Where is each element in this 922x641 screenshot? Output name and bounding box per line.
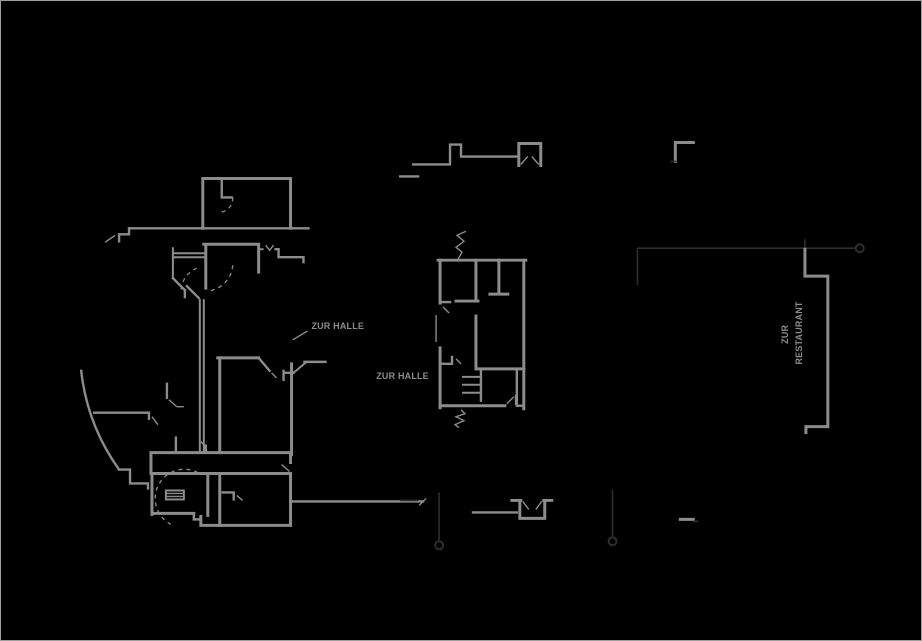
door-swing-arc — [180, 267, 198, 293]
leader-endpoint-circle — [434, 540, 445, 551]
bottom-leader-right — [607, 489, 618, 547]
elevator-door-swings — [522, 501, 543, 510]
corridor-wall-upper — [104, 227, 310, 243]
zur-restaurant-label: ZUR RESTAURANT — [780, 301, 804, 364]
curved-wall — [79, 369, 159, 490]
top-center-walls — [398, 143, 519, 178]
door-leaf-tick — [104, 234, 116, 243]
revolving-door — [154, 468, 199, 525]
stairs — [461, 367, 483, 402]
left-middle-rooms — [171, 242, 305, 454]
top-right-wall-corner — [670, 141, 695, 163]
restaurant-leader-line — [636, 239, 865, 286]
door-swing-arc — [219, 197, 234, 213]
central-stair-block — [435, 230, 528, 429]
wall-end-tick — [418, 497, 427, 506]
open-door-leaf — [292, 360, 308, 375]
zur-halle-lower-label: ZUR HALLE — [376, 371, 429, 381]
bottom-right-stub — [678, 517, 699, 523]
leader-endpoint-circle — [854, 243, 865, 254]
double-wall — [198, 299, 205, 454]
bottom-left-rooms — [150, 468, 427, 527]
restaurant-wall-bracket — [803, 247, 830, 435]
elevator-shaft-top — [517, 142, 543, 167]
halle-leader-line — [292, 330, 308, 341]
zur-halle-upper-label: ZUR HALLE — [311, 321, 364, 331]
bottom-leader-left — [400, 492, 445, 551]
lower-left-room-block — [165, 356, 327, 457]
door-symbol-bottom — [453, 409, 467, 429]
door-symbol-top — [454, 230, 467, 260]
elevator-shaft-bottom — [471, 498, 554, 520]
door-swing-arc — [206, 265, 234, 292]
top-left-room — [201, 176, 293, 230]
elevator-door-swings — [520, 156, 540, 165]
leader-endpoint-circle — [607, 536, 618, 547]
doorway-right — [257, 244, 305, 264]
